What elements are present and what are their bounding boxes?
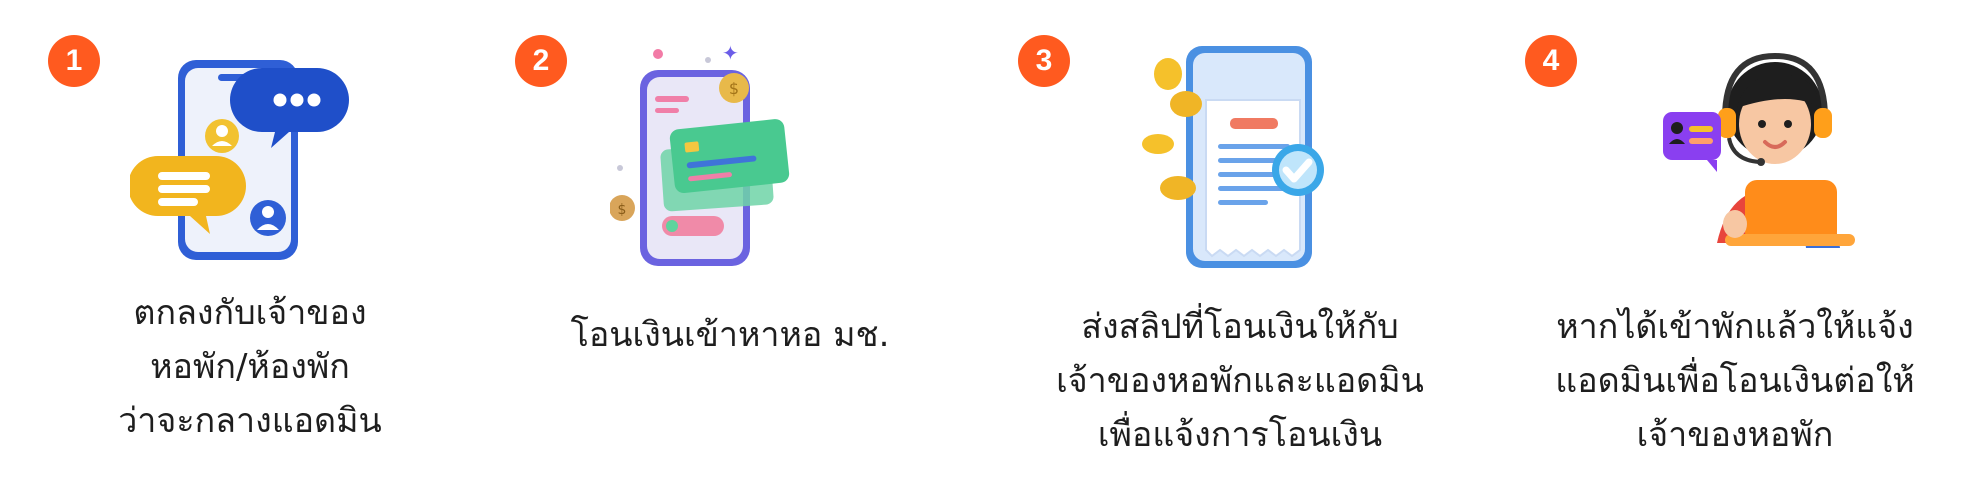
step-number-badge: 3 bbox=[1018, 35, 1070, 87]
svg-text:$: $ bbox=[729, 79, 739, 98]
caption-line: ส่งสลิปที่โอนเงินให้กับ bbox=[1081, 307, 1399, 347]
step-1: 1 ตกลงกับเจ้าของ หอพัก/ห้องพัก ว่าจะกลาง… bbox=[0, 0, 495, 488]
phone-chat-icon bbox=[128, 38, 370, 278]
caption-line: ตกลงกับเจ้าของ bbox=[133, 293, 367, 333]
receipt-check-icon bbox=[1120, 38, 1360, 278]
step-caption: ส่งสลิปที่โอนเงินให้กับ เจ้าของหอพักและแ… bbox=[1030, 300, 1450, 462]
caption-line: เพื่อแจ้งการโอนเงิน bbox=[1097, 415, 1383, 455]
step-3: 3 ส่งสลิปที่โอนเงินให้กับ เจ้าของหอพักแล… bbox=[990, 0, 1485, 488]
caption-line: เจ้าของหอพักและแอดมิน bbox=[1056, 361, 1424, 401]
svg-text:✦: ✦ bbox=[722, 41, 739, 65]
caption-line: แอดมินเพื่อโอนเงินต่อให้ bbox=[1555, 361, 1915, 401]
caption-line: ว่าจะกลางแอดมิน bbox=[118, 401, 382, 441]
support-agent-icon bbox=[1625, 38, 1865, 278]
step-caption: หากได้เข้าพักแล้วให้แจ้ง แอดมินเพื่อโอนเ… bbox=[1525, 300, 1945, 462]
caption-line: โอนเงินเข้าหาหอ มช. bbox=[570, 315, 890, 355]
step-number-badge: 4 bbox=[1525, 35, 1577, 87]
step-caption: โอนเงินเข้าหาหอ มช. bbox=[520, 308, 940, 362]
step-number-badge: 1 bbox=[48, 35, 100, 87]
caption-line: หอพัก/ห้องพัก bbox=[150, 347, 350, 387]
step-number-badge: 2 bbox=[515, 35, 567, 87]
svg-text:$: $ bbox=[618, 202, 627, 218]
phone-card-payment-icon: ✦ ✦ $ $ bbox=[598, 38, 850, 278]
step-caption: ตกลงกับเจ้าของ หอพัก/ห้องพัก ว่าจะกลางแอ… bbox=[40, 286, 460, 448]
step-4: 4 หากได้เข้าพักแล้วให้แ bbox=[1485, 0, 1983, 488]
caption-line: เจ้าของหอพัก bbox=[1636, 415, 1834, 455]
step-2: 2 ✦ ✦ $ $ โอนเงินเข้าหาหอ มช. bbox=[495, 0, 990, 488]
caption-line: หากได้เข้าพักแล้วให้แจ้ง bbox=[1556, 307, 1914, 347]
